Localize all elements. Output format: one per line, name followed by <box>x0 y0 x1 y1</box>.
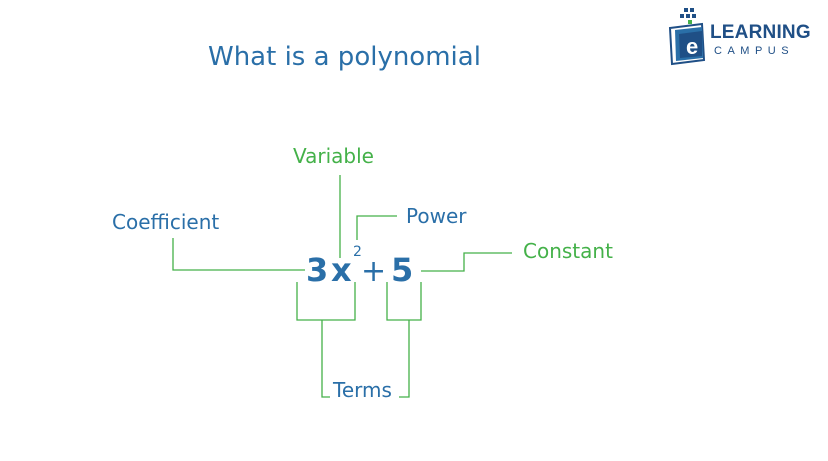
coefficient-connector <box>172 238 305 271</box>
book-icon: e <box>668 8 706 66</box>
power-label: Power <box>406 204 467 228</box>
power-connector <box>356 215 397 240</box>
expression-variable: x <box>331 251 352 289</box>
terms-left-connector <box>321 320 330 398</box>
constant-connector <box>421 252 512 272</box>
logo-emblem-letter: e <box>686 34 698 59</box>
variable-label: Variable <box>293 144 374 168</box>
logo-word-campus: CAMPUS <box>714 45 795 57</box>
expression-operator: + <box>361 254 387 289</box>
term1-bracket <box>296 282 356 321</box>
constant-label: Constant <box>523 239 613 263</box>
terms-label: Terms <box>333 378 392 402</box>
expression-exponent: 2 <box>353 244 362 260</box>
term2-bracket <box>386 282 422 321</box>
expression-constant: 5 <box>391 251 414 289</box>
terms-right-connector <box>399 320 410 398</box>
page-title: What is a polynomial <box>208 42 481 72</box>
expression-coefficient: 3 <box>306 251 329 289</box>
elearning-campus-logo: e LEARNING CAMPUS <box>666 6 824 70</box>
coefficient-label: Coefficient <box>112 210 220 234</box>
logo-word-learning: LEARNING <box>710 22 811 43</box>
